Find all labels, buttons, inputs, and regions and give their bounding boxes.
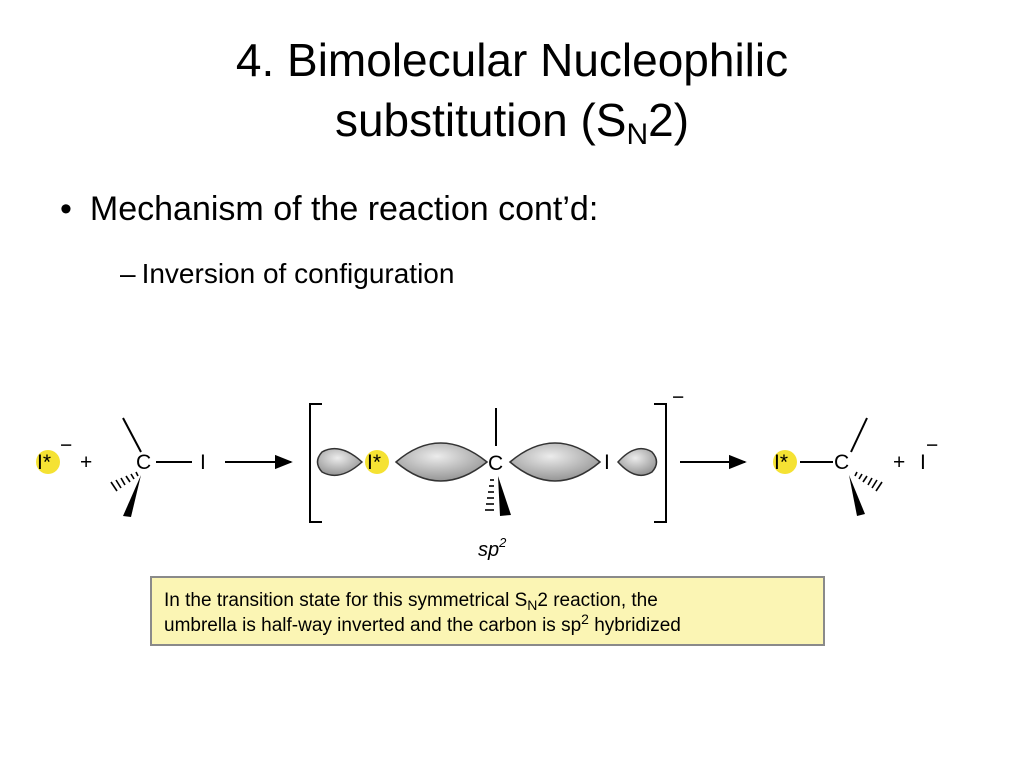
hybridization-label: sp2 bbox=[478, 535, 507, 561]
ts-nucleophile-highlight bbox=[365, 450, 389, 474]
leaving-iodine: I bbox=[920, 451, 926, 474]
hybridization-base: sp bbox=[478, 539, 499, 561]
title-subscript-n: N bbox=[626, 118, 649, 151]
nucleophile-highlight bbox=[36, 450, 60, 474]
bullet-text: Mechanism of the reaction cont’d: bbox=[89, 190, 599, 228]
caption-line-1: In the transition state for this symmetr… bbox=[164, 588, 811, 613]
reactants: I* − + C I bbox=[36, 417, 206, 517]
caption-line-1-prefix: In the transition state for this symmetr… bbox=[164, 590, 528, 611]
ts-carbon: C bbox=[488, 452, 503, 475]
ts-iodine: I bbox=[604, 451, 610, 474]
wedge-bond-right bbox=[849, 475, 865, 516]
caption-line-2-suffix: hybridized bbox=[588, 615, 681, 636]
product-nucleophile-label: I* bbox=[774, 451, 788, 474]
caption-line-2-prefix: umbrella is half-way inverted and the ca… bbox=[164, 615, 582, 636]
hybridization-exponent: 2 bbox=[498, 535, 507, 550]
plus-sign-right: + bbox=[893, 451, 905, 474]
nucleophile-label: I* bbox=[37, 451, 51, 474]
hashed-bond-right bbox=[854, 471, 883, 492]
hashed-bond-left bbox=[110, 471, 139, 492]
title-line-2-prefix: substitution (S bbox=[334, 94, 627, 146]
transition-state: − I* C I sp2 bbox=[309, 386, 684, 561]
ts-nucleophile-label: I* bbox=[367, 451, 381, 474]
caption-subscript-n: N bbox=[527, 597, 538, 613]
title-line-1: 4. Bimolecular Nucleophilic bbox=[235, 34, 789, 86]
carbon-left: C bbox=[136, 451, 151, 474]
lobe-small-left bbox=[316, 447, 364, 477]
plus-sign-left: + bbox=[80, 451, 92, 474]
wedge-bond-left bbox=[123, 475, 141, 517]
products: I* C + I − bbox=[773, 417, 938, 516]
lobe-large-left bbox=[394, 442, 489, 482]
caption-superscript-2: 2 bbox=[581, 611, 589, 627]
bond-upper-left bbox=[122, 417, 142, 453]
caption-box: In the transition state for this symmetr… bbox=[150, 576, 825, 646]
lobe-large-right bbox=[508, 442, 602, 482]
title-line-2: substitution (SN2) bbox=[0, 90, 1024, 150]
nucleophile-charge: − bbox=[60, 434, 72, 457]
leaving-iodine-charge: − bbox=[926, 434, 938, 457]
ts-wedge-bond bbox=[498, 476, 511, 516]
sub-bullet-marker: – bbox=[120, 258, 136, 289]
caption-line-2: umbrella is half-way inverted and the ca… bbox=[164, 611, 811, 638]
bond-upper-right bbox=[850, 417, 868, 453]
title-line-2-suffix: 2) bbox=[648, 94, 690, 146]
caption-line-1-suffix: 2 reaction, the bbox=[537, 590, 658, 611]
slide-title: 4. Bimolecular Nucleophilic substitution… bbox=[0, 30, 1024, 150]
bullet-marker: • bbox=[60, 190, 72, 228]
bracket-right bbox=[654, 403, 667, 523]
ts-charge: − bbox=[672, 386, 684, 409]
carbon-right: C bbox=[834, 451, 849, 474]
product-nucleophile-highlight bbox=[773, 450, 797, 474]
iodine-left: I bbox=[200, 451, 206, 474]
sub-bullet-text: Inversion of configuration bbox=[141, 258, 455, 289]
bracket-left bbox=[309, 403, 322, 523]
ts-hashed-bond bbox=[485, 479, 494, 511]
lobe-small-right bbox=[616, 447, 658, 477]
sub-bullet: – Inversion of configuration bbox=[120, 258, 454, 290]
main-bullet: • Mechanism of the reaction cont’d: bbox=[60, 190, 598, 229]
